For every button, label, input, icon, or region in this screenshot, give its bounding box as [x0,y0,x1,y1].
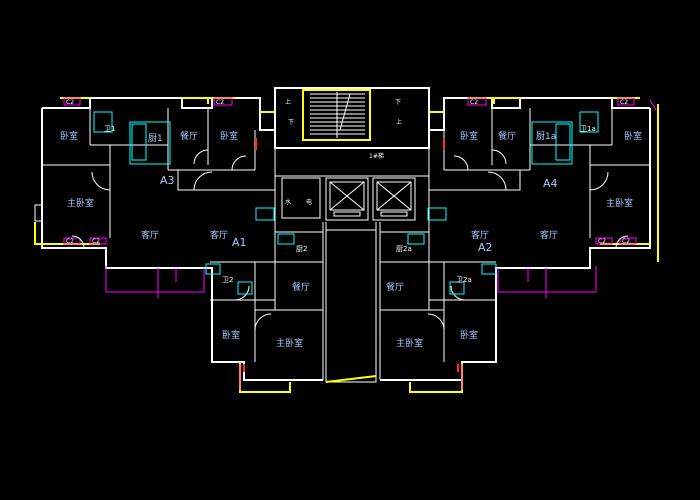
right-wing [379,97,659,393]
room-label-kitchen-a1: 厨2 [296,245,307,253]
room-label-dining-a1: 餐厅 [292,281,310,293]
room-label-bedroom-a3: 卧室 [60,130,78,142]
window-tag-1: C2 [66,99,74,106]
water-shaft [281,177,321,219]
room-label-wc-a1: 卫2 [222,276,233,284]
stair-up-label: 上 [285,98,291,106]
room-label-kitchen-a2: 厨2a [396,245,412,253]
room-label-wc-a4: 卫1a [580,125,596,133]
room-label-wc-a2: 卫2a [456,276,472,284]
left-wing [34,97,324,393]
window-tag-8: C2 [622,238,630,245]
room-label-dining-a4: 餐厅 [498,130,516,142]
room-label-living-a3: 客厅 [141,229,159,241]
room-label-bedroom-a3-2: 卧室 [220,130,238,142]
stair-down-label-2: 下 [288,119,294,126]
unit-label-a3: A3 [160,174,175,187]
room-label-master-a3: 主卧室 [67,197,94,209]
room-label-bedroom-a4: 卧室 [460,130,478,142]
window-tag-3: C2 [66,238,74,245]
room-label-dining-a3: 餐厅 [180,130,198,142]
elevator-1 [325,177,369,221]
stair-up-label-2: 上 [396,118,402,126]
water-shaft-label: 水 [285,198,291,206]
room-label-master-a2: 主卧室 [396,337,423,349]
right-kitchen-counter [531,121,573,165]
unit-label-a4: A4 [543,177,558,190]
unit-label-a1: A1 [232,236,247,249]
stair-core: 上 下 下 上 1#梯 水 电 [274,87,430,383]
window-tag-7: C2 [598,238,606,245]
room-label-wc-a3: 卫1 [104,125,115,133]
room-label-bedroom-a4-2: 卧室 [624,130,642,142]
room-label-bedroom-a1: 卧室 [222,329,240,341]
electric-shaft-label: 电 [306,198,312,206]
room-label-master-a4: 主卧室 [606,197,633,209]
room-label-kitchen-a4: 厨1a [536,131,556,142]
stair-treads [310,92,365,138]
window-tag-6: C2 [620,99,628,106]
left-kitchen-counter [129,121,171,165]
window-tag-5: C2 [470,99,478,106]
room-label-living-a1: 客厅 [210,229,228,241]
room-label-living-a2: 客厅 [471,229,489,241]
room-label-bedroom-a2: 卧室 [460,329,478,341]
room-label-master-a1: 主卧室 [276,337,303,349]
unit-label-a2: A2 [478,241,493,254]
window-tag-2: C2 [216,99,224,106]
room-label-living-a4: 客厅 [540,229,558,241]
room-label-kitchen-a3: 厨1 [148,133,163,144]
window-tag-4: C2 [92,238,100,245]
elevator-2 [372,177,416,221]
building-label: 1#梯 [369,152,384,160]
room-label-dining-a2: 餐厅 [386,281,404,293]
stair-down-label: 下 [395,99,401,106]
